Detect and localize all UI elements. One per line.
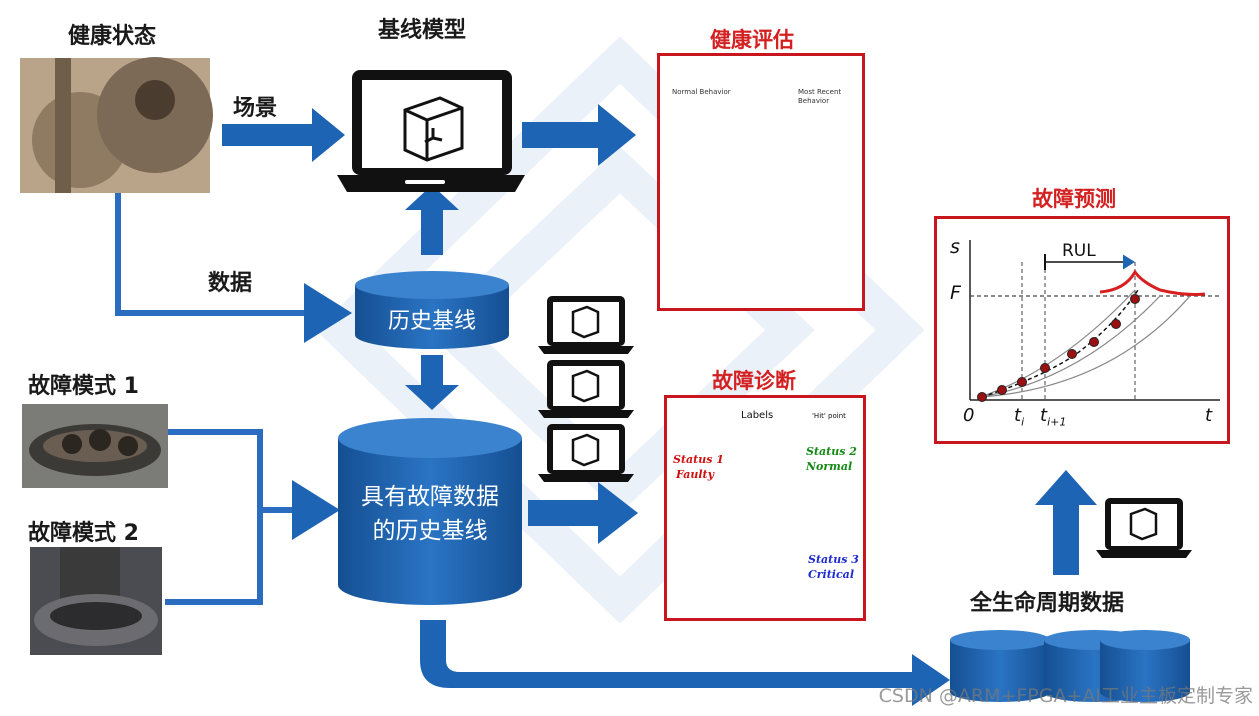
fault-history-baseline-text: 具有故障数据的历史基线 <box>361 484 499 544</box>
health-assessment-panel <box>657 53 865 311</box>
health-state-label: 健康状态 <box>68 24 157 49</box>
status2-sub-label: Normal <box>806 460 853 473</box>
fault-mode-1-photo <box>22 404 168 488</box>
status1-sub-label: Faulty <box>676 468 714 481</box>
arrow-diagnosis <box>528 482 638 544</box>
status3-sub-label: Critical <box>808 568 854 581</box>
fault-diagnosis-panel <box>664 395 866 621</box>
normal-behavior-label: Normal Behavior <box>672 88 731 96</box>
scene-label: 场景 <box>233 96 278 121</box>
fault-mode-1-label: 故障模式 1 <box>28 374 139 399</box>
lifecycle-data-label: 全生命周期数据 <box>970 591 1125 616</box>
connector-lines <box>115 190 352 605</box>
block-arrows <box>222 104 1097 706</box>
fault-history-cylinder <box>338 418 522 605</box>
health-assessment-title: 健康评估 <box>710 28 794 52</box>
laptop-stack <box>538 296 634 482</box>
axis-t-label: t <box>1205 405 1213 426</box>
lifecycle-laptop-icon <box>1096 498 1192 558</box>
status3-label: Status 3 <box>808 553 859 566</box>
data-label: 数据 <box>208 271 253 296</box>
gear-photo <box>20 57 213 193</box>
lifecycle-cylinders <box>950 630 1190 702</box>
baseline-model-label: 基线模型 <box>378 18 467 43</box>
laptop-icon <box>337 70 525 192</box>
cube-icon <box>403 96 464 162</box>
hex-labels-title: Labels <box>741 410 774 421</box>
origin-label: 0 <box>963 405 975 426</box>
fault-diagnosis-title: 故障诊断 <box>712 369 796 393</box>
rul-label: RUL <box>1062 241 1096 261</box>
status2-label: Status 2 <box>806 445 857 458</box>
arrow-up-model <box>405 185 459 255</box>
history-baseline-cylinder <box>355 271 509 349</box>
arrow-assessment <box>522 104 636 166</box>
fault-prediction-title: 故障预测 <box>1032 187 1116 211</box>
arrow-lifecycle <box>420 620 950 706</box>
fault-mode-2-photo <box>30 547 162 655</box>
recent-behavior-label: Most Recent Behavior <box>798 88 842 105</box>
threshold-f-label: F <box>950 282 961 304</box>
ti-label: ti <box>1014 405 1025 429</box>
fault-mode-2-label: 故障模式 2 <box>28 521 139 546</box>
watermark: CSDN @ARM+FPGA+AI工业主板定制专家 <box>878 685 1253 707</box>
arrow-up-prediction <box>1035 470 1097 575</box>
axis-s-label: s <box>950 236 960 258</box>
history-baseline-text: 历史基线 <box>387 309 476 334</box>
arrow-scene <box>222 108 345 162</box>
prediction-chart-graphics <box>969 240 1220 402</box>
arrow-down <box>405 355 459 410</box>
ti1-label: ti+1 <box>1040 405 1067 429</box>
status1-label: Status 1 <box>673 453 724 466</box>
fault-prediction-panel <box>934 216 1230 444</box>
hit-point-label: 'Hit' point <box>812 412 846 420</box>
